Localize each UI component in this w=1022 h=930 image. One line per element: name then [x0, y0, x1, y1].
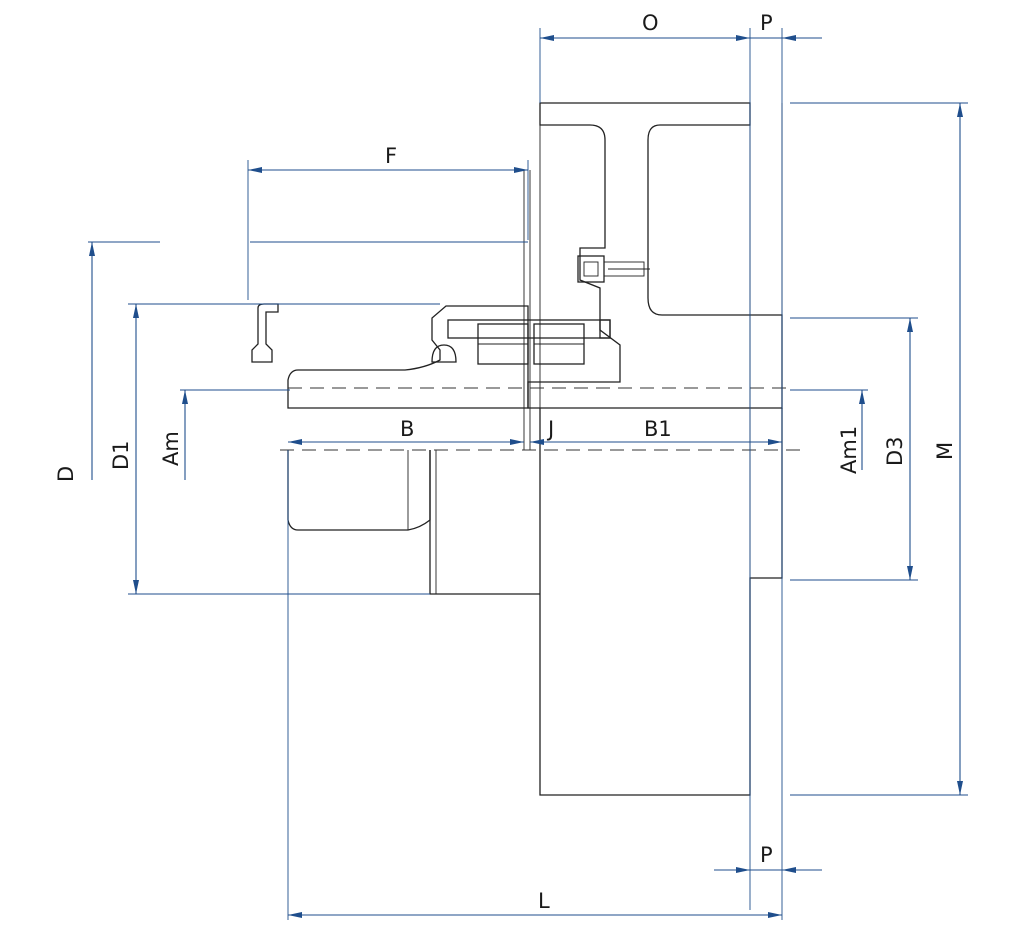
label-f: F	[385, 144, 397, 168]
label-d: D	[54, 466, 78, 482]
flange-lower-outline	[539, 408, 783, 796]
flange-section	[527, 102, 783, 409]
elastic-sleeve	[447, 319, 611, 339]
label-d3: D3	[883, 436, 907, 466]
dimensions	[88, 28, 968, 920]
label-p-bottom: P	[760, 843, 773, 867]
left-hub-lower-outline	[287, 450, 431, 531]
label-b: B	[400, 417, 414, 441]
bolt	[577, 255, 650, 283]
clip-hook	[251, 303, 279, 363]
label-b1: B1	[644, 417, 672, 441]
label-m: M	[933, 442, 957, 460]
dimension-labels: O P F D D1 Am B J B1 Am1 D3 M P L	[54, 11, 957, 913]
coupling-body	[251, 102, 800, 796]
label-d1: D1	[109, 440, 133, 470]
label-l: L	[538, 889, 550, 913]
label-o: O	[642, 11, 659, 35]
label-p-top: P	[760, 11, 773, 35]
label-j: J	[546, 417, 554, 441]
seal-ring	[431, 344, 457, 363]
pin	[599, 319, 611, 339]
label-am1: Am1	[837, 426, 861, 474]
label-am: Am	[159, 431, 183, 466]
left-hub-section	[287, 305, 529, 409]
left-hub-body	[429, 450, 540, 595]
